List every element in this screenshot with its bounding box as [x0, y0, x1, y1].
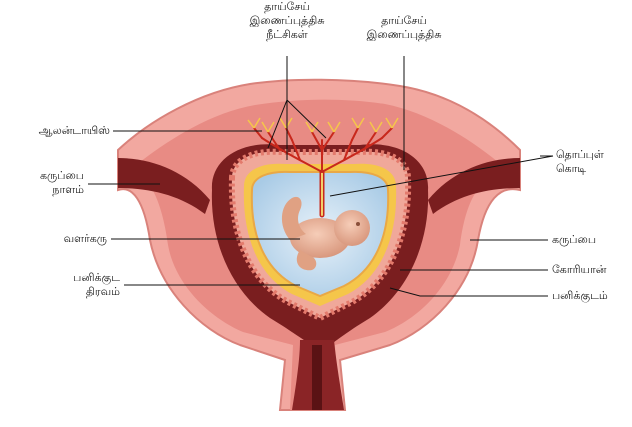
label-placenta-line1: தாய்சேய் — [348, 14, 460, 28]
label-umbilical-cord-line2: கொடி — [556, 162, 604, 176]
label-umbilical-cord: தொப்புள் கொடி — [556, 148, 604, 176]
label-oviduct: கருப்பை நாளம் — [10, 169, 84, 197]
label-placenta-line2: இணைப்புத்திசு — [348, 28, 460, 42]
label-placenta-villi-line1: தாய்சேய் — [222, 0, 352, 14]
label-placenta-villi-line3: நீட்சிகள் — [222, 28, 352, 42]
label-fetus: வளர்கரு — [10, 232, 107, 246]
label-amnion: பனிக்குடம் — [552, 289, 608, 303]
label-chorion: கோரியான் — [552, 263, 606, 277]
label-placenta: தாய்சேய் இணைப்புத்திசு — [348, 14, 460, 42]
label-oviduct-line1: கருப்பை — [10, 169, 84, 183]
label-uterus: கருப்பை — [552, 233, 596, 247]
label-placenta-villi-line2: இணைப்புத்திசு — [222, 14, 352, 28]
label-oviduct-line2: நாளம் — [10, 183, 84, 197]
label-placenta-villi: தாய்சேய் இணைப்புத்திசு நீட்சிகள் — [222, 0, 352, 42]
label-amniotic-fluid: பனிக்குட திரவம் — [10, 271, 120, 299]
label-amniotic-fluid-line1: பனிக்குட — [10, 271, 120, 285]
label-amniotic-fluid-line2: திரவம் — [10, 285, 120, 299]
label-allantois: ஆலன்டாயிஸ் — [10, 124, 110, 138]
label-umbilical-cord-line1: தொப்புள் — [556, 148, 604, 162]
